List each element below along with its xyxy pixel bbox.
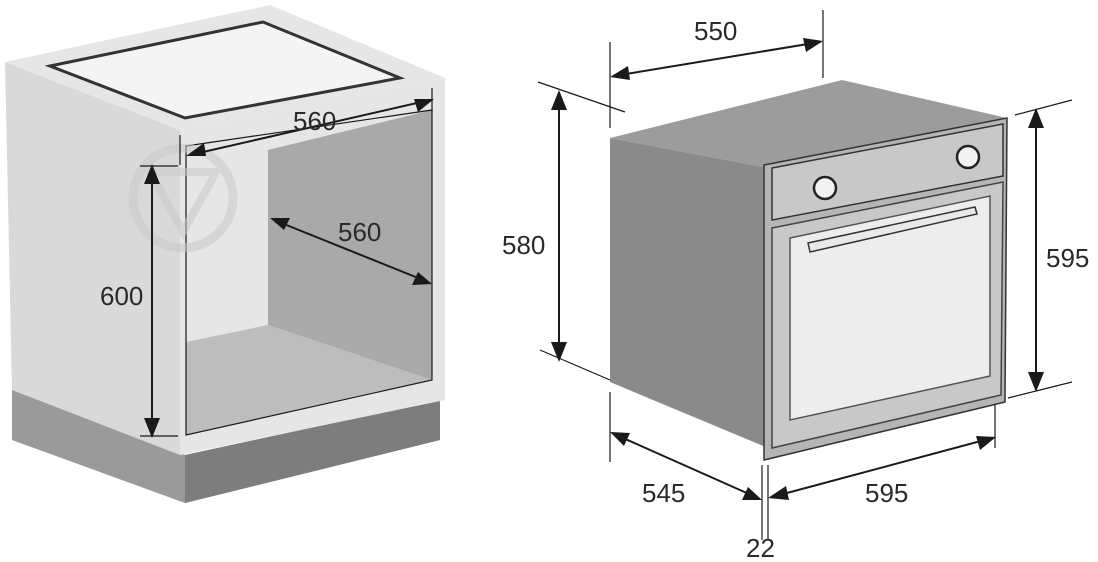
oven-front-width-label: 595 [865, 478, 908, 508]
cabinet-depth-dimension: 560 [270, 217, 432, 285]
oven-body-height-dimension: 580 [502, 81, 626, 381]
cabinet-width-label: 560 [293, 106, 336, 136]
knob-icon [955, 144, 981, 170]
cabinet [5, 5, 445, 503]
oven-handle [807, 206, 978, 253]
logo-watermark-icon [128, 143, 238, 253]
oven-front-width-dimension: 595 [768, 404, 996, 508]
oven-top-depth-dimension: 550 [609, 10, 824, 128]
cabinet-height-dimension: 600 [100, 164, 178, 438]
cabinet-side-panel [5, 62, 180, 455]
cabinet-width-dimension: 560 [179, 88, 434, 165]
cabinet-cavity-floor [186, 325, 432, 435]
cooktop [44, 20, 406, 120]
cabinet-cavity-outline [185, 109, 433, 436]
oven-panel-thickness-label: 22 [746, 533, 775, 562]
cabinet-depth-label: 560 [338, 217, 381, 247]
cabinet-plinth-front [185, 400, 440, 503]
oven-front-height-dimension: 595 [1007, 99, 1089, 399]
oven-window [789, 195, 991, 421]
oven-top-depth-label: 550 [694, 16, 737, 46]
cabinet-cavity-back [268, 110, 432, 380]
oven-side-depth-dimension: 545 [609, 392, 762, 508]
cabinet-height-label: 600 [100, 281, 143, 311]
oven-front-height-label: 595 [1046, 243, 1089, 273]
knob-icon [812, 175, 838, 201]
oven-top [610, 80, 1007, 168]
oven-body-height-label: 580 [502, 230, 545, 260]
oven-side-depth-label: 545 [642, 478, 685, 508]
oven-panel-thickness-dimension: 22 [746, 465, 775, 562]
oven-side [610, 138, 768, 448]
oven [610, 80, 1008, 461]
